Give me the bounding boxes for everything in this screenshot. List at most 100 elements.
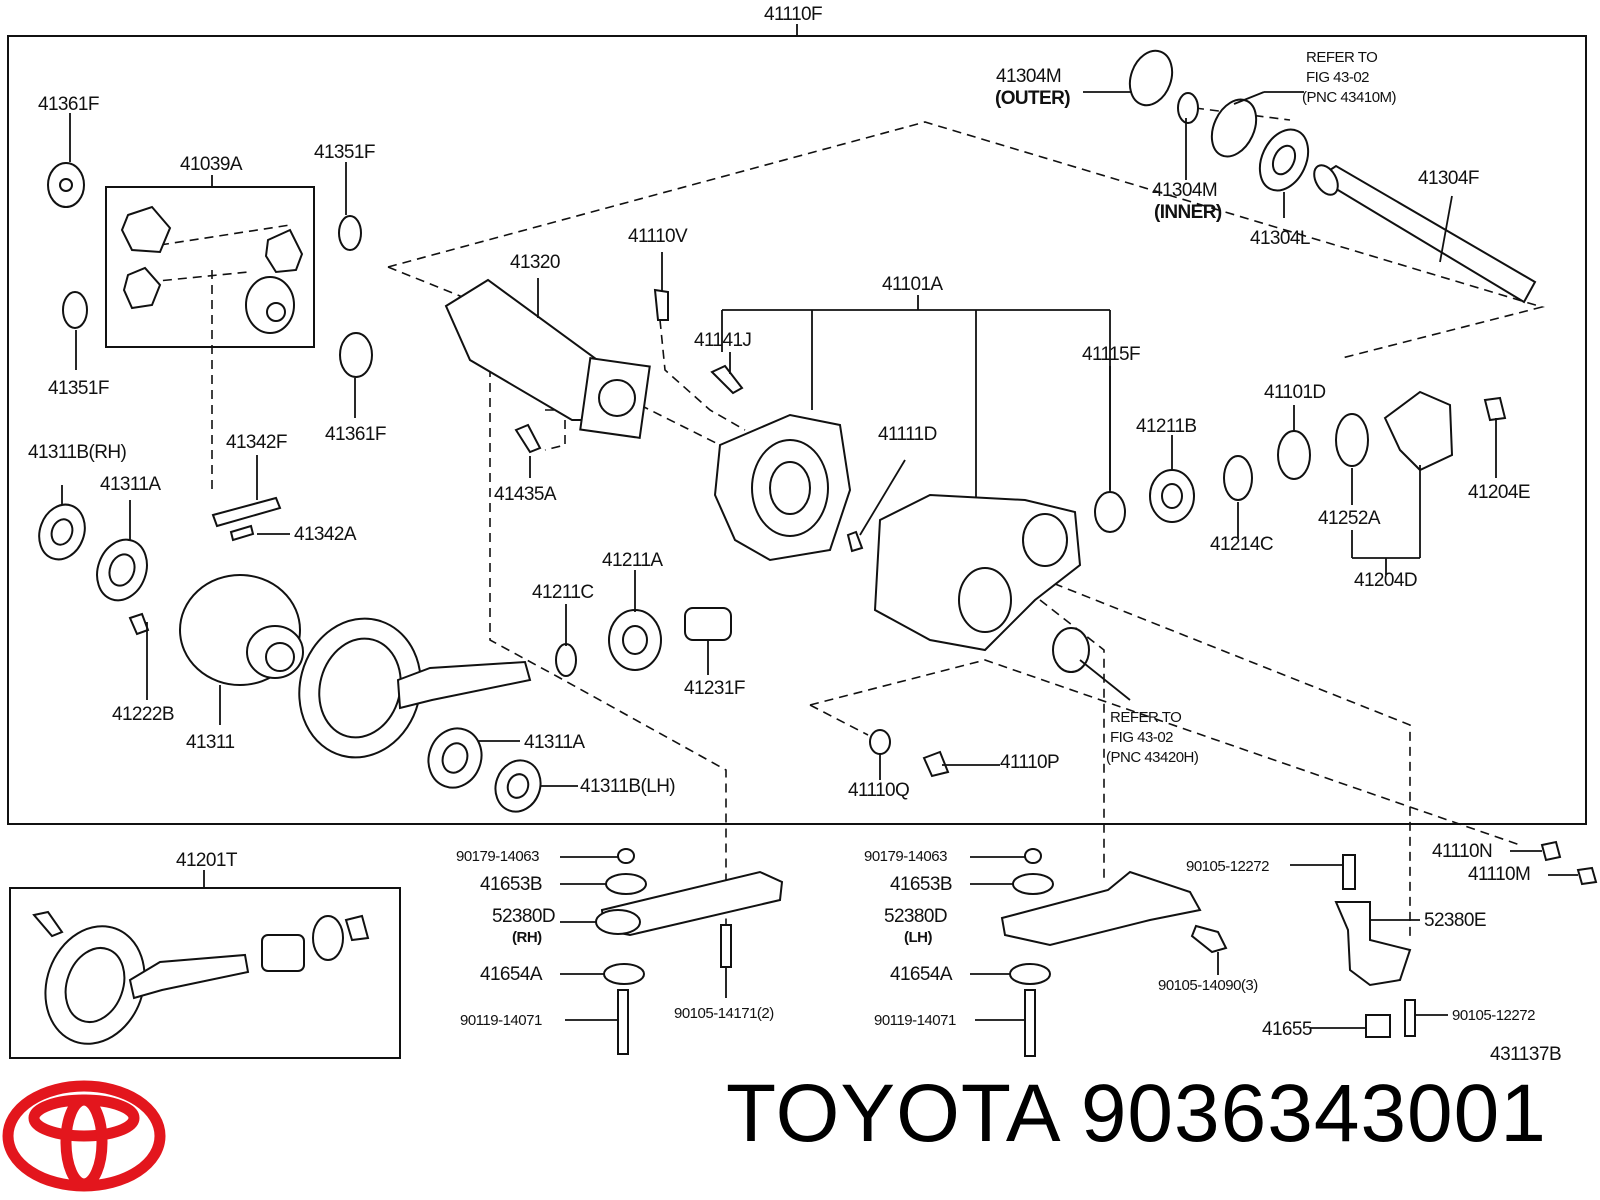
part-label: 41101D — [1264, 382, 1326, 403]
dashed-line — [147, 271, 249, 283]
kit-ring-gear-bore — [64, 947, 126, 1023]
part-note: (RH) — [512, 929, 542, 946]
part-label: 41320 — [510, 252, 560, 273]
part-label: 41655 — [1262, 1019, 1312, 1040]
side-gear-spline — [266, 302, 286, 322]
part-label: 41211C — [532, 582, 594, 603]
kit-washer — [312, 915, 344, 961]
spacer — [1223, 455, 1253, 501]
flange-bore — [598, 379, 636, 417]
lock-pin — [229, 524, 255, 542]
part-label: 41222B — [112, 704, 174, 725]
cushion — [1009, 963, 1051, 985]
part-label: 41231F — [684, 678, 745, 699]
part-label: 41311 — [186, 732, 234, 753]
differential-pinion-box — [105, 186, 315, 348]
housing-end — [1022, 513, 1068, 567]
part-label: 41653B — [480, 874, 542, 895]
dashed-line — [159, 224, 291, 246]
kit-frame — [9, 887, 401, 1059]
lower-labels: 90179-14063 41653B 52380D (RH) 41654A 90… — [456, 841, 1536, 1040]
figure-code: 431137B — [1490, 1044, 1562, 1065]
refer-note: REFER TO — [1306, 49, 1377, 66]
kit-bolt — [32, 910, 64, 938]
bearing-bore — [441, 742, 469, 774]
part-label: 52380E — [1424, 910, 1486, 931]
cushion — [605, 873, 647, 895]
dashed-line — [659, 319, 746, 431]
oil-seal — [1094, 491, 1126, 533]
part-label: 41110V — [628, 226, 688, 247]
part-label: 41039A — [180, 154, 243, 175]
kit-spacer — [261, 934, 305, 972]
part-label: 90105-12272 — [1186, 858, 1269, 875]
brand-caption: TOYOTA 9036343001 — [726, 1068, 1547, 1159]
thrust-washer — [62, 291, 88, 329]
nut — [1540, 840, 1562, 862]
part-label: 41211B — [1136, 416, 1197, 437]
part-label: 41252A — [1318, 508, 1381, 529]
housing-bore — [958, 567, 1012, 633]
bolt — [514, 423, 542, 454]
knock-pin — [846, 530, 864, 553]
pinion-shaft — [211, 496, 282, 528]
cushion — [1012, 873, 1054, 895]
thrust-washer — [338, 215, 362, 251]
bearing-bore — [108, 553, 136, 587]
part-label: 90105-12272 — [1452, 1007, 1535, 1024]
part-label: 41204E — [1468, 482, 1530, 503]
refer-note: (PNC 43410M) — [1302, 89, 1397, 106]
bearing-bore — [622, 625, 648, 655]
part-label: 41351F — [314, 142, 375, 163]
part-note: (INNER) — [1154, 202, 1222, 223]
part-label: 41342A — [294, 524, 357, 545]
cushion — [603, 963, 645, 985]
washer — [555, 643, 577, 677]
part-label: 90105-14171(2) — [674, 1005, 774, 1022]
case-bore — [265, 642, 295, 672]
axle-shaft-end — [1313, 164, 1339, 196]
part-label: 41304L — [1250, 228, 1310, 249]
gasket — [1576, 866, 1598, 886]
dashed-line — [1039, 599, 1105, 878]
part-label: 90179-14063 — [456, 848, 539, 865]
part-label: 41311B(RH) — [28, 442, 126, 463]
gasket — [869, 729, 891, 755]
refer-note: FIG 43-02 — [1110, 729, 1173, 746]
part-label: 41204D — [1354, 570, 1417, 591]
bolt — [1404, 999, 1416, 1037]
kit-nut — [344, 914, 370, 942]
dashed-line — [544, 409, 566, 451]
part-label: 41435A — [494, 484, 557, 505]
breather-plug — [653, 288, 669, 321]
dashed-line — [639, 404, 721, 446]
part-label: 41101A — [882, 274, 943, 295]
bolt — [1024, 989, 1036, 1057]
bracket-52380e — [1334, 901, 1412, 987]
part-label: 41304M — [1152, 180, 1217, 201]
bolt — [1190, 924, 1228, 954]
part-note: (OUTER) — [995, 88, 1070, 109]
shim-hole — [506, 773, 530, 799]
thrust-washer — [339, 332, 373, 378]
kit-pinion — [128, 953, 250, 1000]
part-label: 41654A — [890, 964, 953, 985]
pinion-gear — [264, 228, 304, 274]
part-label: 90179-14063 — [864, 848, 947, 865]
toyota-logo — [2, 1080, 166, 1192]
bolt — [1342, 854, 1356, 890]
bearing-bore — [1271, 144, 1297, 176]
part-label: 90119-14071 — [874, 1012, 956, 1029]
dashed-line — [1039, 577, 1411, 940]
stopper — [1365, 1014, 1391, 1038]
part-label: 41361F — [38, 94, 99, 115]
nut — [617, 848, 635, 864]
part-label: 52380D — [884, 906, 947, 927]
part-label: 41214C — [1210, 534, 1273, 555]
part-label: 41304F — [1418, 168, 1479, 189]
part-label: 41342F — [226, 432, 287, 453]
snap-ring-outer — [1128, 49, 1174, 107]
part-label: 41654A — [480, 964, 543, 985]
refer-note: (PNC 43420H) — [1106, 749, 1199, 766]
oil-seal — [1210, 98, 1258, 158]
